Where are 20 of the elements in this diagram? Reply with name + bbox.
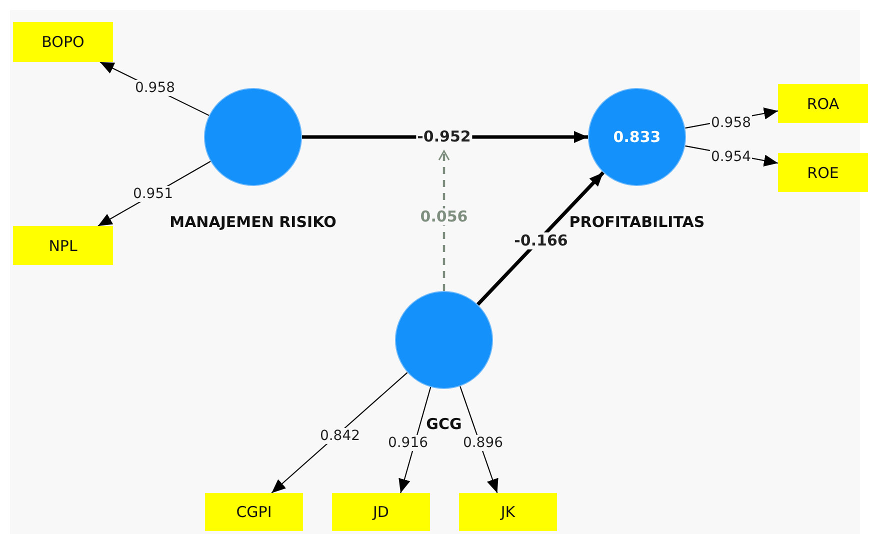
indicator-box: BOPO	[13, 22, 113, 62]
edge-label: 0.951	[132, 186, 174, 202]
edge-label: 0.916	[386, 434, 430, 452]
indicator-box: ROE	[778, 153, 868, 192]
indicator-box: NPL	[13, 226, 113, 265]
construct-name: GCG	[426, 415, 462, 433]
construct-name: PROFITABILITAS	[569, 213, 705, 231]
edge-label: 0.896	[462, 434, 504, 452]
edge-label: 0.958	[134, 80, 176, 96]
path-arrow	[438, 150, 450, 291]
path-arrow	[476, 171, 605, 306]
edge-label: -0.166	[513, 232, 569, 250]
indicator-box: CGPI	[205, 493, 303, 531]
indicator-box: JD	[332, 493, 430, 531]
construct-name: MANAJEMEN RISIKO	[170, 213, 336, 231]
r-squared-value: 0.833	[613, 128, 661, 146]
indicator-box: ROA	[778, 84, 868, 123]
edge-label: 0.056	[419, 208, 469, 226]
edge-label: 0.842	[318, 428, 362, 444]
indicator-box: JK	[459, 493, 557, 531]
